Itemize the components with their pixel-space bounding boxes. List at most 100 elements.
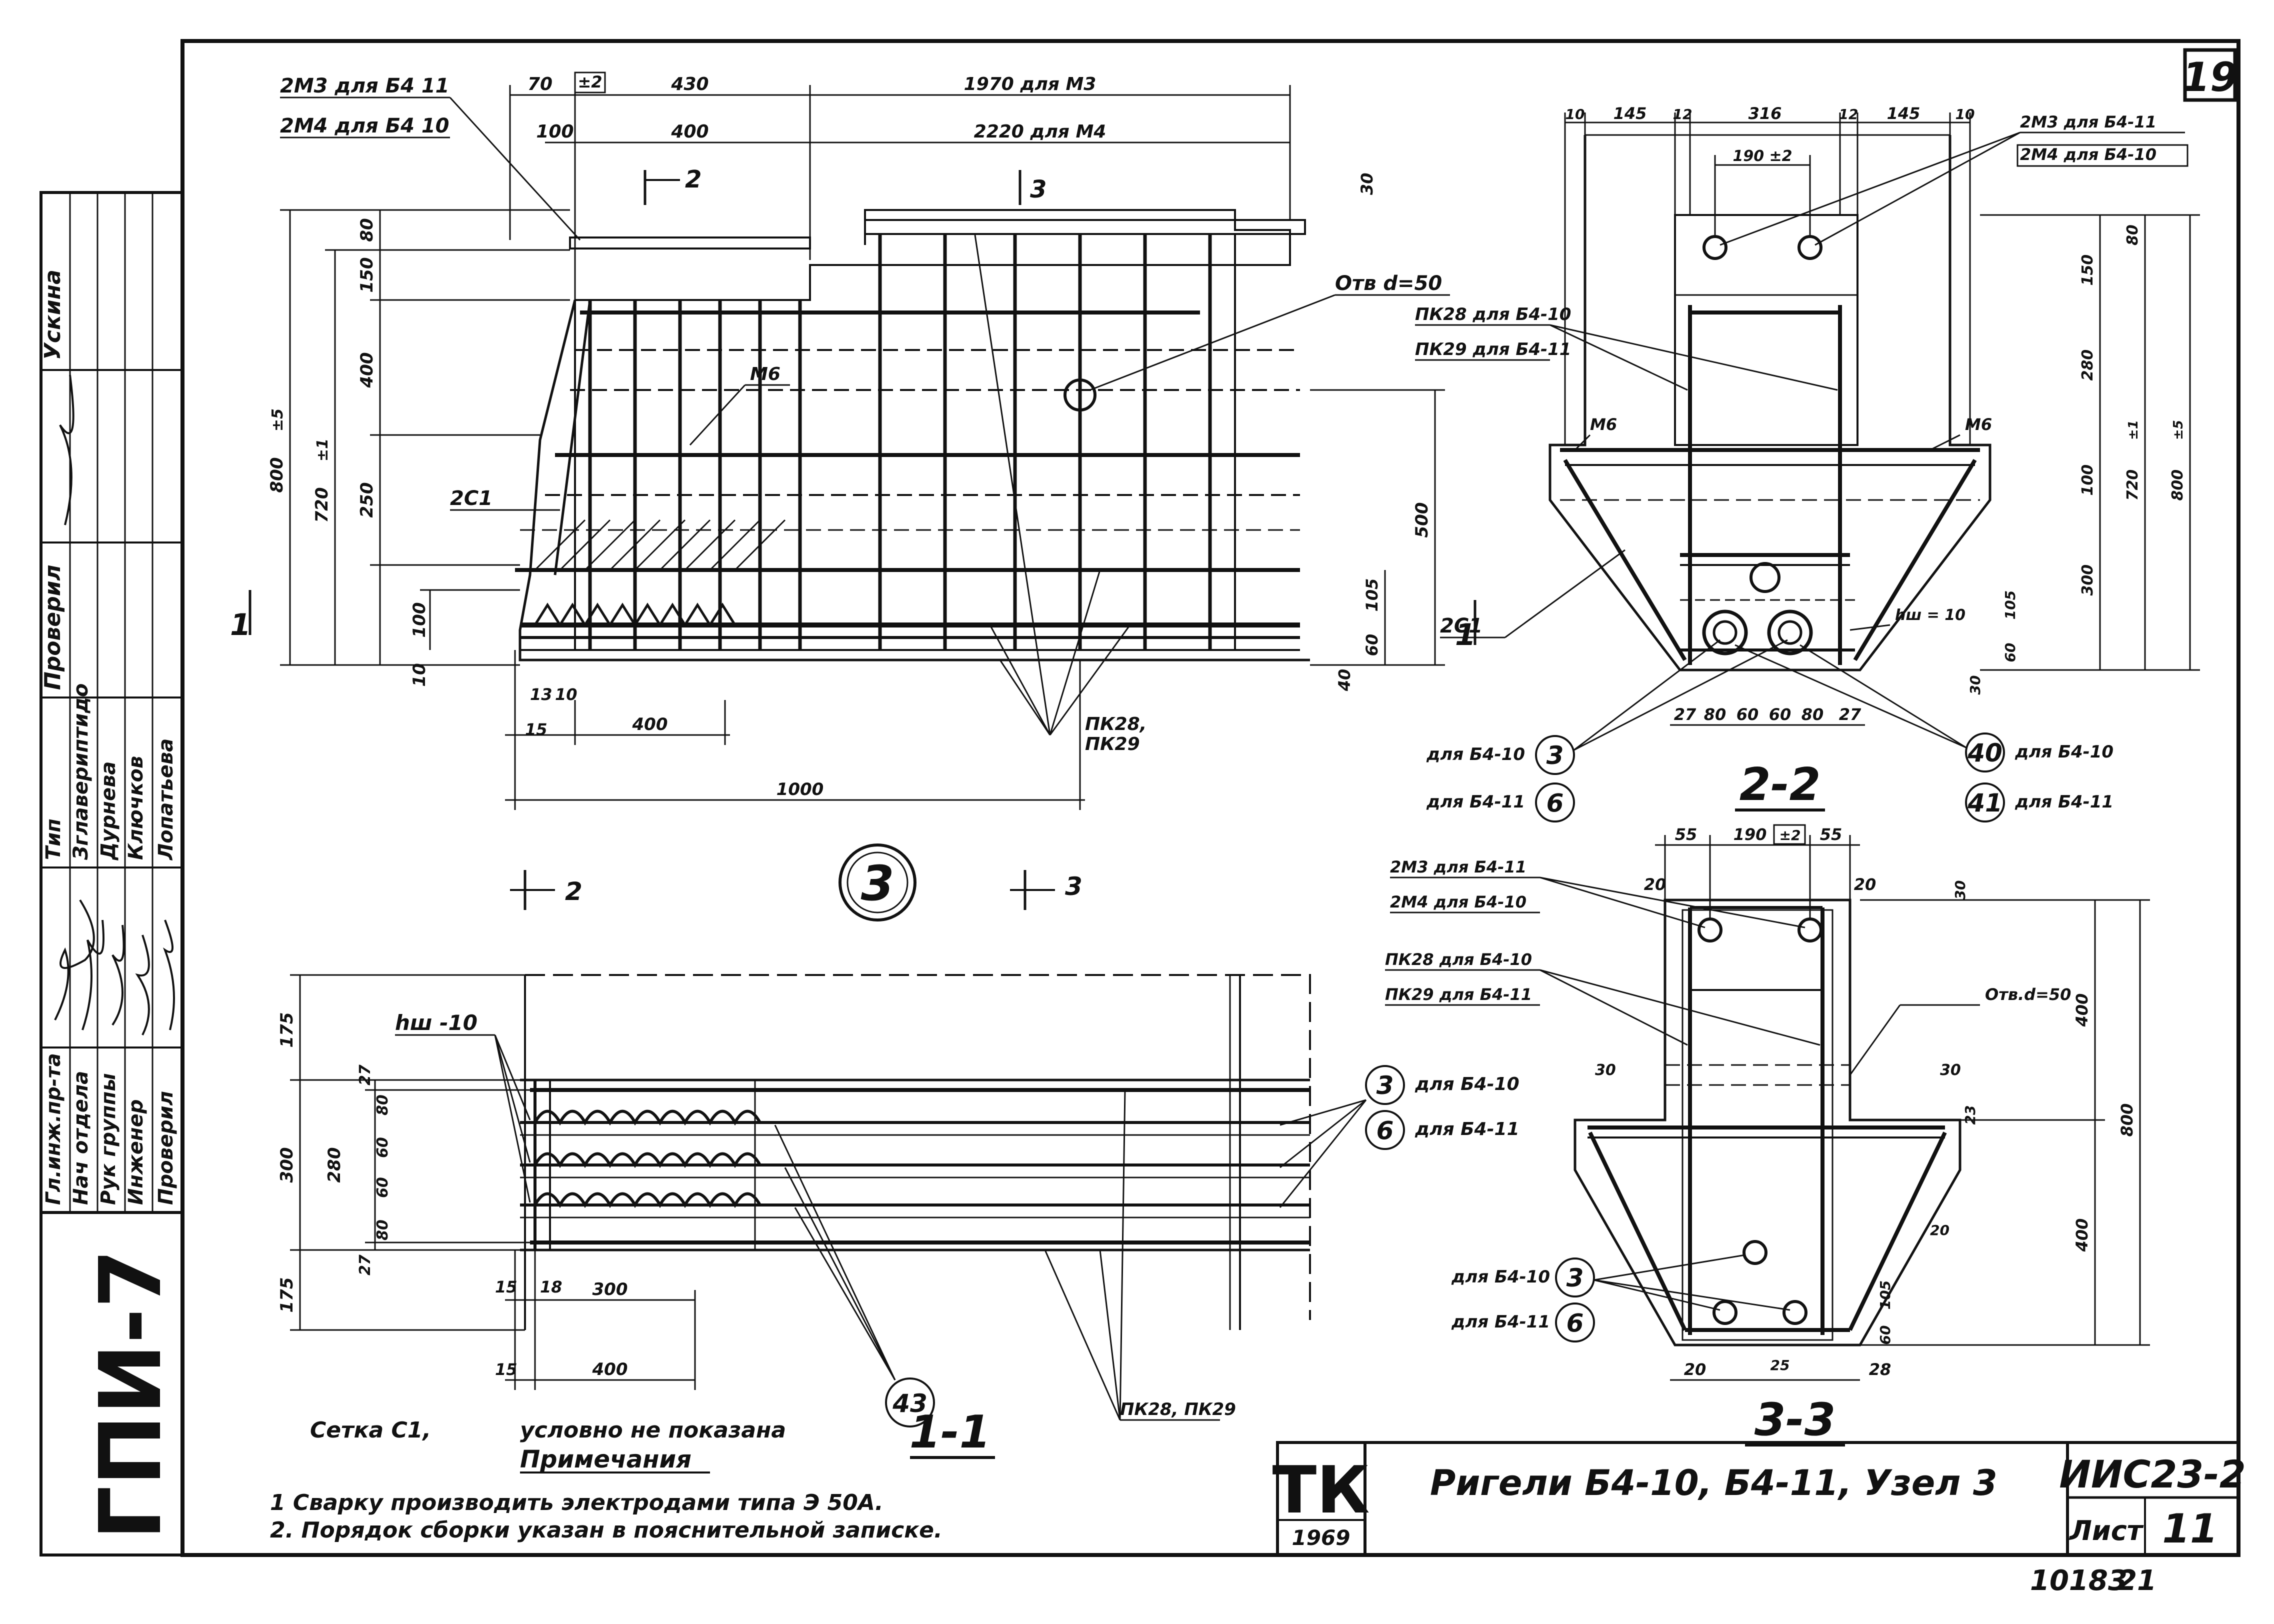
dim-left-800: 800: [267, 458, 287, 493]
dim-1970: 1970 для М3: [964, 74, 1096, 94]
sheet-value: 11: [2162, 1506, 2218, 1552]
dim-right-500: 500: [1412, 502, 1432, 538]
s22-dim-720-tol: ±1: [2126, 420, 2141, 440]
label-c1: 2С1: [450, 487, 492, 510]
plan-label-b410: для Б4-10: [1414, 1074, 1520, 1094]
s22-dim-190: 190 ±2: [1732, 148, 1792, 165]
s33-dim-30: 30: [1952, 880, 1968, 900]
s22-label-pk29: ПК29 для Б4-11: [1415, 340, 1571, 360]
plan-dim-175b: 175: [277, 1278, 297, 1313]
s22-dim-800-tol: ±5: [2171, 420, 2186, 440]
dim-right-40: 40: [1335, 669, 1354, 692]
s33-callout-6: 6: [1566, 1308, 1584, 1338]
s33-dim-20r: 20: [1930, 1222, 1950, 1238]
year: 1969: [1292, 1526, 1350, 1550]
label-pk: ПК28,: [1085, 714, 1146, 734]
s33-dim-30a: 30: [1595, 1062, 1616, 1079]
dim-left-400: 400: [357, 352, 377, 388]
s22-callout-6: 6: [1546, 788, 1564, 818]
dim-right-105: 105: [1362, 578, 1382, 612]
stamp-checked-label: Проверил: [40, 564, 66, 690]
s22-dim-60b: 60: [1769, 705, 1792, 724]
dim-left-10: 10: [410, 663, 430, 686]
plan-section-1-1: 175 27 300 280 80 60 60 80 27 175 hш -10…: [277, 974, 1520, 1459]
plan-hw-label: hш -10: [395, 1010, 478, 1035]
label-hole: Отв d=50: [1335, 272, 1442, 295]
plan-dim-300b: 300: [592, 1280, 628, 1300]
notes-heading: Примечания: [520, 1446, 692, 1474]
dim-70: 70: [528, 74, 552, 94]
s33-callout-3: 3: [1566, 1264, 1584, 1292]
cut-1-marker-right: 1: [1455, 618, 1476, 652]
s22-dim-280: 280: [2079, 350, 2096, 381]
s33-dim-800: 800: [2118, 1104, 2136, 1137]
plan-dim-400: 400: [592, 1360, 628, 1380]
plan-dim-15b: 15: [495, 1360, 518, 1379]
dim-bottom-400: 400: [632, 714, 668, 734]
org-short: ТК: [1272, 1452, 1370, 1528]
dim-100: 100: [536, 122, 574, 142]
dim-left-80: 80: [357, 218, 377, 242]
s33-label-m3: 2М3 для Б4-11: [1390, 858, 1526, 876]
plan-callout-43: 43: [892, 1389, 928, 1418]
dim-bottom-15: 15: [525, 720, 548, 739]
page-number: 21: [2118, 1564, 2156, 1597]
plan-dim-300: 300: [277, 1148, 297, 1183]
s22-dim-100: 100: [2079, 464, 2096, 496]
plan-dim-175a: 175: [277, 1012, 297, 1048]
stamp-name-0: Тип: [42, 818, 65, 860]
cut-1-marker-left: 1: [230, 608, 251, 642]
plan-dim-280: 280: [324, 1148, 344, 1183]
drawing-title: Ригели Б4-10, Б4-11, Узел 3: [1430, 1462, 1998, 1504]
side-stamp: Гл.инж.пр-та Нач отдела Рук группы Инжен…: [40, 191, 184, 1556]
series-code: ИИС23-2: [2059, 1452, 2246, 1496]
node-label: 3: [861, 856, 894, 912]
stamp-role-3: Инженер: [124, 1100, 148, 1205]
stamp-org: ГПИ-7: [82, 1249, 180, 1540]
mesh-note: условно не показана: [520, 1418, 786, 1443]
s22-dim-12b: 12: [1839, 106, 1858, 122]
label-m6: М6: [750, 364, 780, 384]
signature-scribble: [82, 920, 104, 1030]
s22-callout-41: 41: [1967, 788, 2002, 818]
s22-label-m3: 2М3 для Б4-11: [2020, 112, 2156, 132]
s22-dim-12a: 12: [1673, 106, 1692, 122]
s22-dim-150: 150: [2079, 254, 2096, 286]
s22-callout-40: 40: [1967, 738, 2002, 768]
s22-label-m6b: М6: [1965, 415, 1992, 434]
s33-dim-20b: 20: [1854, 875, 1876, 894]
stamp-role-1: Нач отдела: [70, 1071, 92, 1205]
s22-dim-10a: 10: [1566, 106, 1585, 122]
signature-scribble: [135, 934, 150, 1036]
s33-dim-190-tol: ±2: [1780, 827, 1801, 844]
dim-left-800-tol: ±5: [269, 408, 286, 432]
plan-dim-15: 15: [495, 1278, 518, 1296]
s22-callout-40-label: для Б4-10: [2014, 742, 2114, 762]
cut-3-bottom: 3: [1065, 872, 1082, 901]
s22-dim-105: 105: [2002, 590, 2018, 620]
s22-dim-300: 300: [2079, 564, 2096, 596]
s33-dim-60: 60: [1877, 1326, 1894, 1345]
s22-dim-60: 60: [2002, 643, 2018, 662]
signature-scribble: [54, 899, 95, 1020]
s22-callout-3: 3: [1546, 741, 1564, 770]
s22-dim-145a: 145: [1614, 104, 1647, 123]
s33-dim-55a: 55: [1675, 825, 1698, 844]
s33-label-hole: Отв.d=50: [1985, 985, 2071, 1004]
s22-dim-800: 800: [2169, 470, 2186, 501]
label-m3: 2М3 для Б4 11: [280, 74, 450, 98]
label-pk2: ПК29: [1085, 734, 1140, 754]
dim-bottom-13: 13: [530, 685, 552, 704]
s33-dim-28: 28: [1869, 1360, 1892, 1379]
dim-right-60: 60: [1362, 634, 1382, 656]
plan-dim-80a: 80: [374, 1094, 392, 1116]
s22-dim-80b: 80: [1802, 705, 1824, 724]
s22-dim-10b: 10: [1956, 106, 1975, 122]
s33-dim-105: 105: [1877, 1280, 1894, 1310]
plan-dim-60b: 60: [374, 1177, 392, 1198]
dim-bottom-1000: 1000: [776, 780, 824, 800]
s22-callout-41-label: для Б4-11: [2014, 792, 2114, 812]
s33-label-pk28: ПК28 для Б4-10: [1385, 950, 1532, 969]
